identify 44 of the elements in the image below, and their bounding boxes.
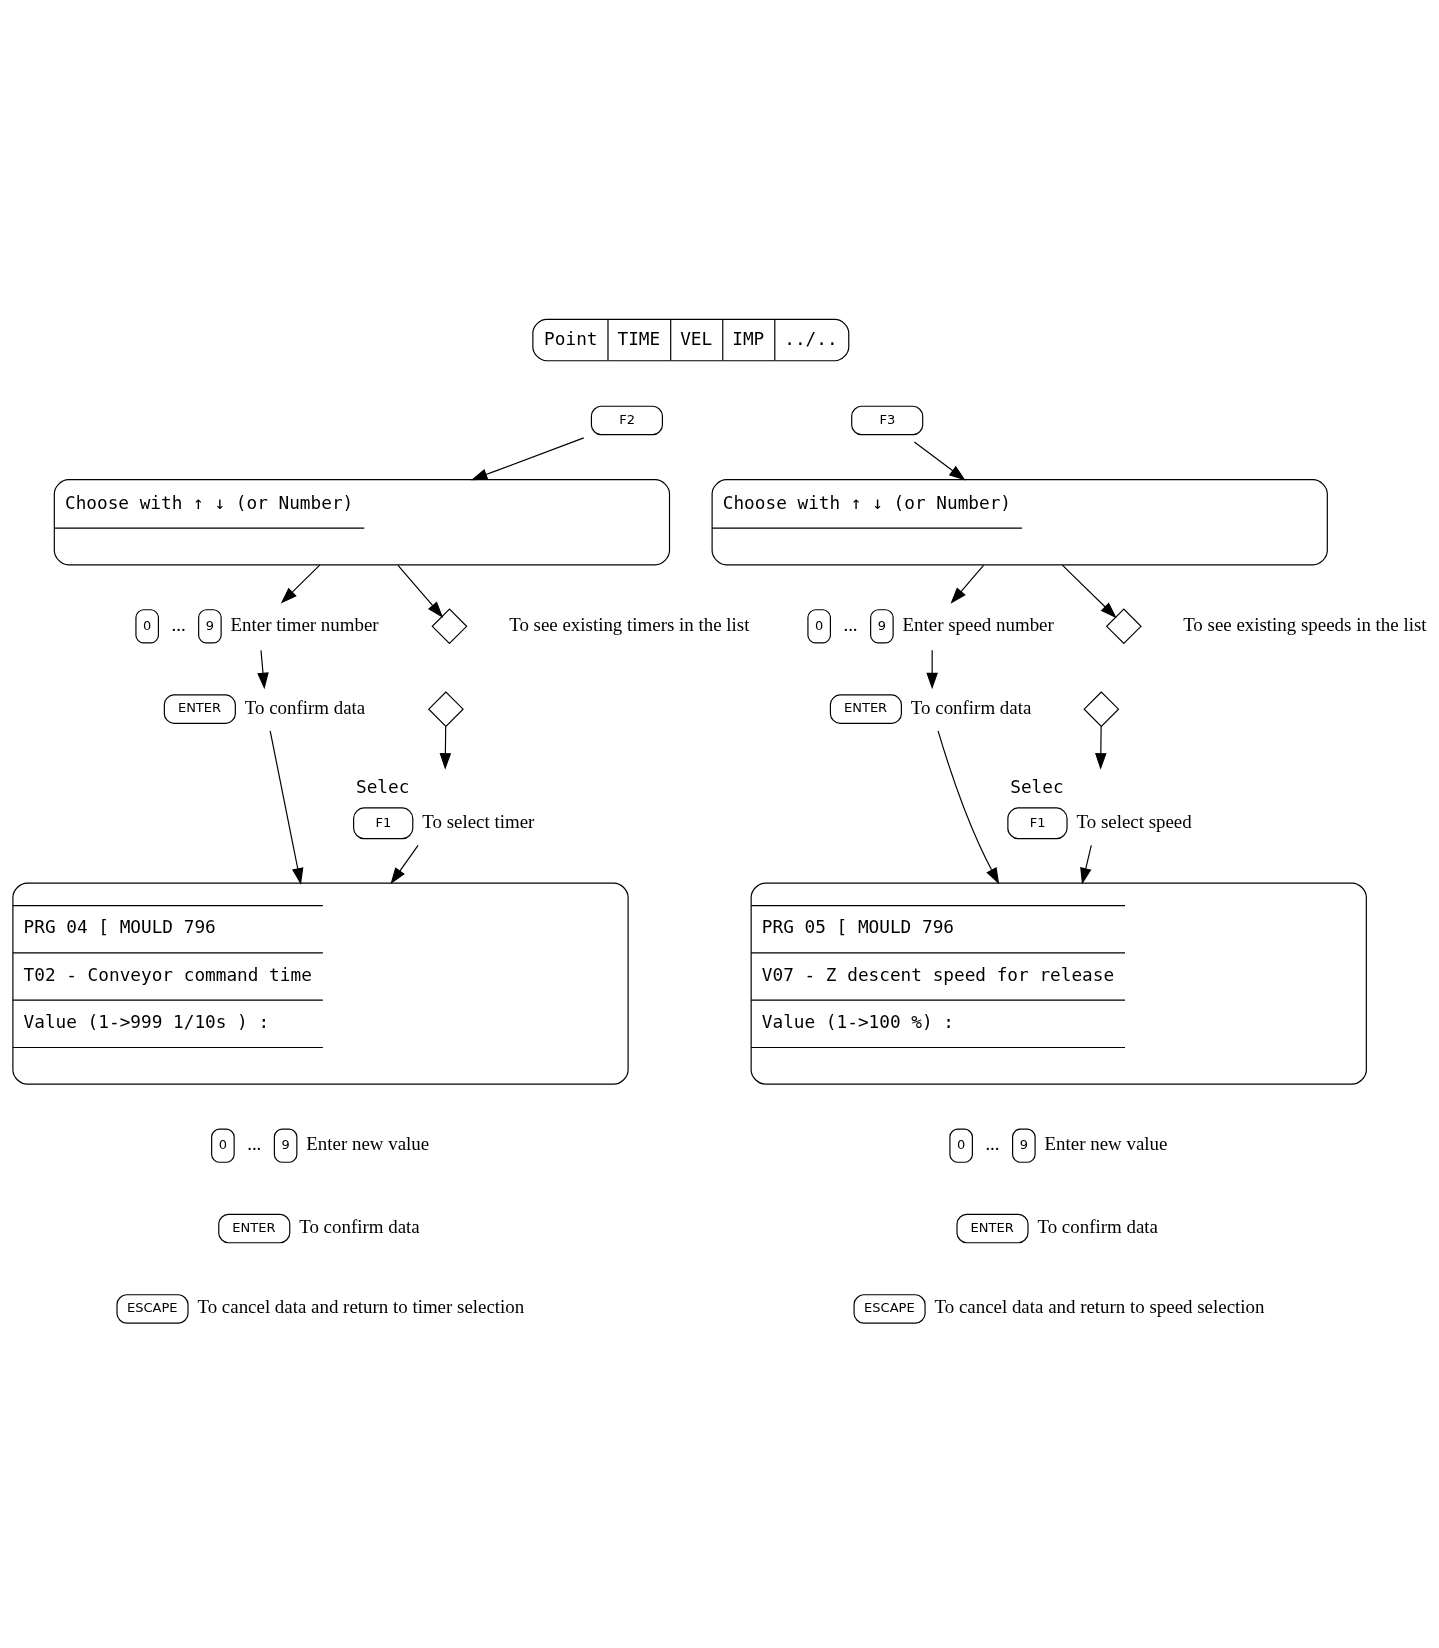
- node-label: Enter new value: [306, 1132, 430, 1154]
- node-label: Selec: [1010, 776, 1064, 797]
- node-box: ENTER: [163, 693, 236, 724]
- node-label: Enter speed number: [902, 613, 1054, 635]
- node-label: Selec: [356, 776, 410, 797]
- node-label: To confirm data: [299, 1215, 420, 1237]
- arrow: [1061, 564, 1117, 618]
- node-label: To select timer: [422, 810, 535, 832]
- arrow: [390, 844, 419, 884]
- node-box: ENTER: [829, 693, 902, 724]
- arrow: [913, 440, 966, 480]
- node-label: To confirm data: [244, 696, 366, 718]
- arrow: [950, 564, 985, 604]
- arrow: [1080, 844, 1092, 884]
- node-box: ENTER: [218, 1213, 291, 1243]
- node-box: ESCAPE: [116, 1293, 189, 1324]
- arrow: [280, 564, 321, 604]
- arrow: [269, 729, 304, 885]
- arrow: [439, 725, 452, 770]
- node-diamond: [427, 690, 464, 727]
- node-box: F3: [851, 405, 924, 435]
- node-diamond: [1105, 607, 1142, 644]
- node-diamond: [1083, 690, 1120, 727]
- arrow: [470, 436, 585, 480]
- arrow: [937, 729, 1000, 884]
- arrow: [1095, 725, 1107, 770]
- node-label: Enter timer number: [230, 613, 379, 635]
- arrow: [257, 649, 269, 689]
- node-label: To confirm data: [910, 696, 1032, 718]
- node-box: F2: [590, 405, 663, 435]
- node-diamond: [431, 607, 468, 644]
- arrow: [926, 649, 938, 689]
- node-label: To see existing timers in the list: [509, 613, 750, 635]
- node-box: ENTER: [956, 1213, 1029, 1243]
- node-label: To select speed: [1076, 810, 1192, 832]
- node-label: To cancel data and return to speed selection: [934, 1295, 1265, 1317]
- arrow: [397, 564, 444, 618]
- node-box: F1: [1007, 806, 1068, 839]
- node-label: To see existing speeds in the list: [1183, 613, 1427, 635]
- node-box: ESCAPE: [853, 1293, 926, 1324]
- node-label: To cancel data and return to timer selection: [197, 1295, 525, 1317]
- node-box: F1: [353, 806, 414, 839]
- node-label: Enter new value: [1044, 1132, 1168, 1154]
- node-label: To confirm data: [1037, 1215, 1158, 1237]
